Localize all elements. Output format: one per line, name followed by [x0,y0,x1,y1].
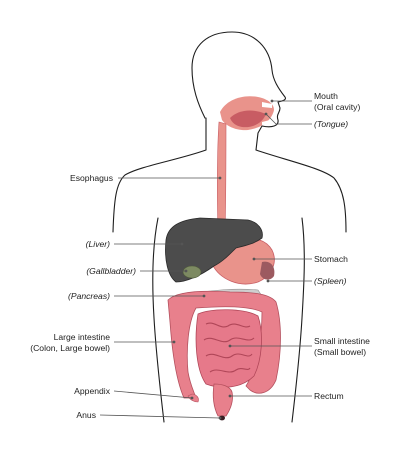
label-appendix: Appendix [74,386,111,396]
small-intestine-organ [195,309,262,388]
label-stomach: Stomach [314,254,348,264]
mouth-organ [220,96,274,131]
label-gallbladder: (Gallbladder) [86,266,136,276]
label-pancreas: (Pancreas) [68,291,110,301]
esophagus-organ [217,121,227,233]
label-oral-cavity: (Oral cavity) [314,102,360,112]
label-mouth: Mouth [314,91,338,101]
label-tongue: (Tongue) [314,119,348,129]
body-outline [112,31,347,423]
tongue-organ [230,110,266,128]
label-rectum: Rectum [314,391,344,401]
label-anus: Anus [76,410,96,420]
label-esophagus: Esophagus [70,173,113,183]
label-colon-large-bowel: (Colon, Large bowel) [30,343,110,353]
label-small-intestine: Small intestine [314,336,370,346]
leader-lines [99,99,312,420]
spleen-organ [260,261,275,280]
label-large-intestine: Large intestine [54,332,111,342]
label-small-bowel: (Small bowel) [314,347,366,357]
rectum-organ [212,383,233,417]
gallbladder-organ [182,265,202,279]
label-liver: (Liver) [86,239,110,249]
label-spleen: (Spleen) [314,276,347,286]
